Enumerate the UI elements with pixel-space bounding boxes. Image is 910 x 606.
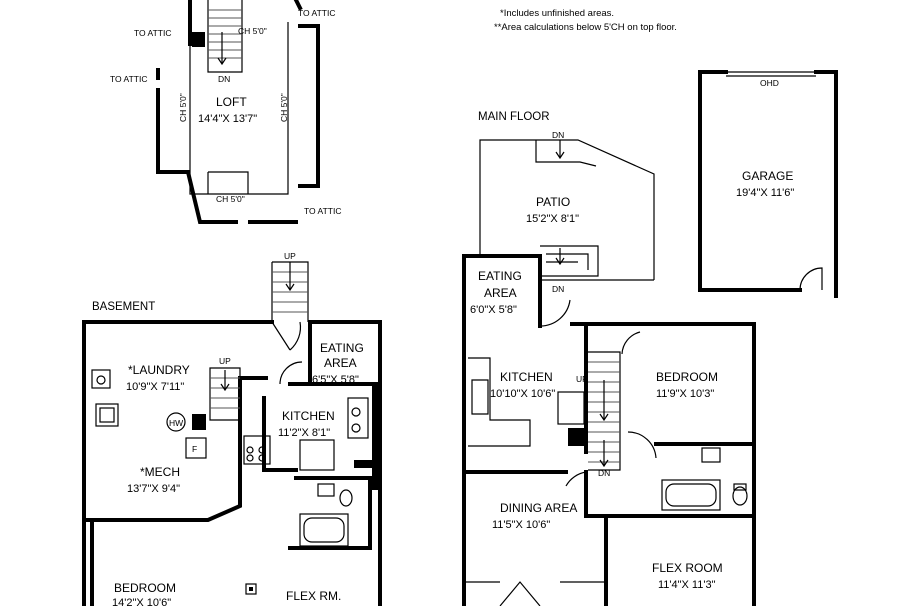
loft-to-attic-label-left: TO ATTIC [110, 74, 147, 84]
main-floor-title: MAIN FLOOR [478, 111, 550, 123]
basement-laundry-dimensions: 10'9"X 7'11" [126, 381, 184, 393]
main-floor-eating-area-name-line-2: AREA [484, 286, 517, 300]
main-floor-stair-down-label: DN [598, 468, 610, 478]
basement-plan [82, 261, 382, 606]
main-floor-eating-area-dimensions: 6'0"X 5'8" [470, 304, 517, 316]
main-floor-flex-room-name: FLEX ROOM [652, 561, 723, 575]
basement-flex-room-name: FLEX RM. [286, 589, 341, 603]
basement-kitchen-name: KITCHEN [282, 409, 335, 423]
garage-overhead-door-label: OHD [760, 78, 779, 88]
garage-name: GARAGE [742, 169, 793, 183]
loft-plan [156, 0, 320, 224]
main-floor-stair-up-label: UP [576, 374, 588, 384]
main-floor-kitchen-dimensions: 10'10"X 10'6" [490, 388, 555, 400]
main-floor-kitchen-name: KITCHEN [500, 370, 553, 384]
basement-laundry-name: *LAUNDRY [128, 363, 190, 377]
loft-to-attic-label-bottom: TO ATTIC [304, 206, 341, 216]
basement-kitchen-dimensions: 11'2"X 8'1" [278, 427, 330, 439]
main-floor-patio-stair-down-label: DN [552, 130, 564, 140]
main-floor-steps-down-label: DN [552, 284, 564, 294]
main-floor-flex-room-dimensions: 11'4"X 11'3" [658, 579, 716, 591]
loft-ceiling-height-right: CH 5'0" [279, 93, 289, 122]
main-floor-bedroom-dimensions: 11'9"X 10'3" [656, 388, 714, 400]
loft-room-dimensions: 14'4"X 13'7" [198, 113, 257, 125]
basement-bedroom-name: BEDROOM [114, 581, 176, 595]
basement-bedroom-dimensions: 14'2"X 10'6" [112, 597, 171, 606]
basement-furnace-label: F [192, 444, 197, 454]
note-area-calculation: **Area calculations below 5'CH on top fl… [494, 22, 677, 33]
main-floor-patio-dimensions: 15'2"X 8'1" [526, 213, 579, 225]
basement-mech-dimensions: 13'7"X 9'4" [127, 483, 180, 495]
loft-ceiling-height-bottom: CH 5'0" [216, 194, 245, 204]
main-floor-patio-name: PATIO [536, 195, 570, 209]
basement-eating-area-name-line-1: EATING [320, 341, 364, 355]
main-floor-plan [462, 139, 756, 606]
loft-ceiling-height-left: CH 5'0" [178, 93, 188, 122]
basement-stair-up-label-inner: UP [219, 356, 231, 366]
note-unfinished-areas: *Includes unfinished areas. [500, 8, 614, 19]
garage-dimensions: 19'4"X 11'6" [736, 187, 794, 199]
main-floor-dining-area-dimensions: 11'5"X 10'6" [492, 519, 550, 531]
main-floor-dining-area-name: DINING AREA [500, 501, 577, 515]
garage-plan [698, 70, 838, 298]
loft-to-attic-label-top: TO ATTIC [298, 8, 335, 18]
main-floor-eating-area-name-line-1: EATING [478, 269, 522, 283]
basement-eating-area-dimensions: 6'5"X 5'8" [312, 374, 359, 386]
main-floor-bedroom-name: BEDROOM [656, 370, 718, 384]
basement-eating-area-name-line-2: AREA [324, 356, 357, 370]
basement-hot-water-label: HW [169, 418, 183, 428]
loft-ceiling-height-top: CH 5'0" [238, 26, 267, 36]
loft-room-name: LOFT [216, 95, 247, 109]
basement-mech-name: *MECH [140, 465, 180, 479]
basement-title: BASEMENT [92, 301, 155, 313]
loft-to-attic-label-left-top: TO ATTIC [134, 28, 171, 38]
loft-stair-down-label: DN [218, 74, 230, 84]
basement-stair-up-label-top: UP [284, 251, 296, 261]
